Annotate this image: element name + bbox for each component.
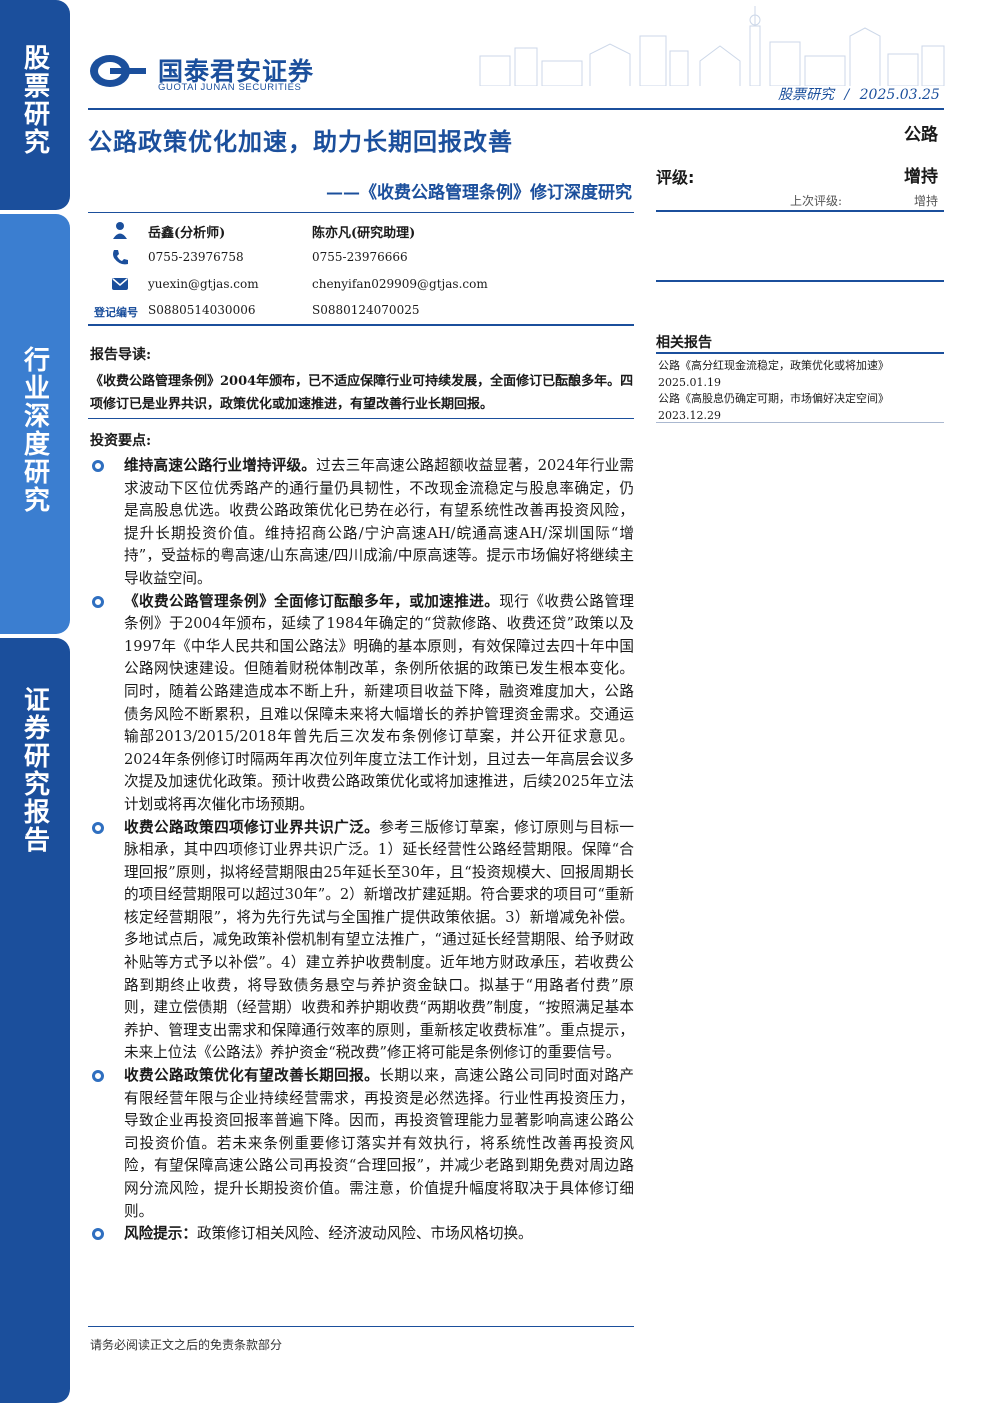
list-item: 收费公路政策四项修订业界共识广泛。参考三版修订草案，修订原则与目标一脉相承，其中… [90, 817, 634, 1066]
phone-icon [113, 250, 128, 265]
related-reports-heading: 相关报告 [656, 335, 712, 351]
city-skyline-decoration [479, 6, 945, 86]
reg-number-label: 登记编号 [94, 306, 138, 319]
logo-name-en: GUOTAI JUNAN SECURITIES [158, 82, 302, 93]
sidebar-tab-label: 行业深度研究 [19, 346, 50, 514]
author-reg-number: S0880124070025 [312, 303, 420, 317]
previous-rating-value: 增持 [913, 194, 938, 208]
header-rule [88, 108, 944, 110]
bullet-icon [92, 1228, 104, 1241]
related-report-date: 2023.12.29 [658, 409, 721, 422]
bullet-icon [92, 460, 104, 472]
rating-rule [656, 210, 944, 212]
investment-points-heading: 投资要点: [90, 433, 152, 449]
previous-rating-label: 上次评级: [790, 194, 843, 208]
header-category: 股票研究 [778, 87, 834, 103]
author-reg-number: S0880514030006 [148, 303, 256, 317]
list-item: 维持高速公路行业增持评级。过去三年高速公路超额收益显著，2024年行业需求波动下… [90, 455, 634, 591]
rating-rule-bottom [656, 280, 944, 282]
related-report-date: 2025.01.19 [658, 376, 721, 389]
logo-name-cn: 国泰君安证券 [158, 57, 315, 86]
related-report-item[interactable]: 公路《高股息仍确定可期，市场偏好决定空间》 2023.12.29 [658, 390, 948, 424]
analyst-icon [113, 222, 127, 239]
author-email: chenyifan029909@gtjas.com [312, 277, 488, 291]
rating-label: 评级: [656, 168, 695, 187]
header-category-date: 股票研究 / 2025.03.25 [778, 87, 940, 103]
sidebar-tab-label: 证券研究报告 [19, 686, 50, 854]
industry-name: 公路 [904, 125, 938, 145]
sidebar-tab-label: 股票研究 [19, 44, 50, 156]
bullet-icon [92, 821, 104, 834]
related-report-title: 公路《高股息仍确定可期，市场偏好决定空间》 [658, 392, 889, 405]
list-item: 《收费公路管理条例》全面修订酝酿多年，或加速推进。现行《收费公路管理条例》于20… [90, 591, 634, 817]
intro-heading: 报告导读: [90, 347, 152, 363]
related-reports-rule [656, 352, 944, 354]
rating-value: 增持 [904, 167, 938, 187]
author-name: 陈亦凡(研究助理) [312, 226, 416, 241]
bullet-icon [92, 595, 104, 608]
bullet-icon [92, 1070, 104, 1083]
authors-top-rule [88, 212, 634, 213]
related-report-item[interactable]: 公路《高分红现金流稳定，政策优化或将加速》 2025.01.19 [658, 357, 948, 391]
footer-rule [88, 1326, 634, 1327]
author-phone: 0755-23976758 [148, 250, 244, 264]
list-item: 收费公路政策优化有望改善长期回报。长期以来，高速公路公司同时面对路产有限经营年限… [90, 1065, 634, 1223]
sidebar-tab-stock-research: 股票研究 [0, 0, 70, 210]
authors-bottom-rule [88, 324, 634, 326]
intro-text: 《收费公路管理条例》2004年颁布，已不适应保障行业可持续发展，全面修订已酝酿多… [90, 374, 634, 412]
sidebar-tab-industry-research: 行业深度研究 [0, 214, 70, 634]
related-report-title: 公路《高分红现金流稳定，政策优化或将加速》 [658, 359, 889, 372]
header-date: 2025.03.25 [859, 87, 940, 103]
disclaimer-note: 请务必阅读正文之后的免责条款部分 [90, 1338, 283, 1352]
company-logo-icon [90, 55, 146, 87]
intro-rule [88, 418, 634, 419]
page-title: 公路政策优化加速，助力长期回报改善 [88, 127, 513, 156]
list-item: 风险提示：政策修订相关风险、经济波动风险、市场风格切换。 [90, 1223, 634, 1246]
author-phone: 0755-23976666 [312, 250, 408, 264]
author-email: yuexin@gtjas.com [148, 277, 259, 291]
sidebar-tab-securities-report: 证券研究报告 [0, 638, 70, 1403]
page-subtitle: ——《收费公路管理条例》修订深度研究 [326, 183, 632, 203]
related-reports-bottom-rule [656, 422, 944, 423]
email-icon [112, 278, 128, 290]
author-name: 岳鑫(分析师) [148, 226, 226, 241]
investment-points-list: 维持高速公路行业增持评级。过去三年高速公路超额收益显著，2024年行业需求波动下… [90, 455, 634, 1246]
